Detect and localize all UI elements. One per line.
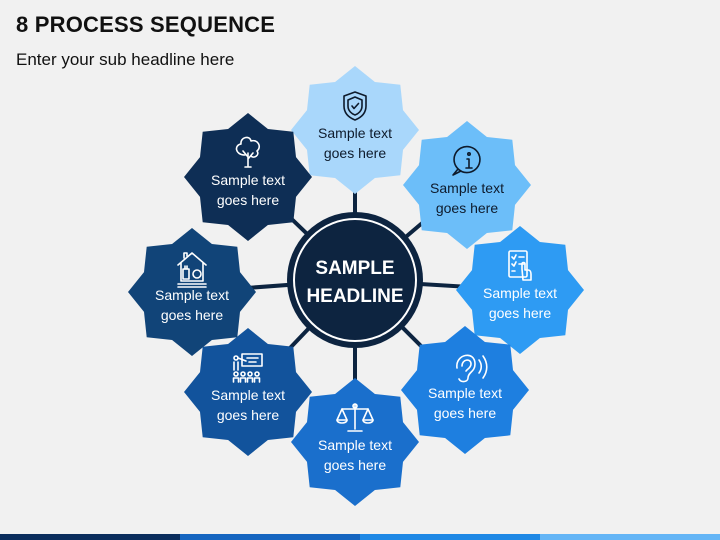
checklist-touch-icon <box>508 250 532 281</box>
bottom-bar-segment <box>540 534 720 540</box>
star-shape <box>184 113 312 241</box>
star-shape <box>401 326 529 454</box>
checklist-node: Sample text goes here <box>456 226 584 354</box>
star-shape <box>456 226 584 354</box>
center-label-line2: HEADLINE <box>306 286 403 307</box>
node-label-line1: Sample text <box>430 180 504 196</box>
node-label-line2: goes here <box>161 307 223 323</box>
page-subtitle: Enter your sub headline here <box>16 50 235 69</box>
node-label-line1: Sample text <box>211 387 285 403</box>
star-shape <box>128 228 256 356</box>
balance-scale-icon <box>336 403 374 432</box>
node-label-line2: goes here <box>489 305 551 321</box>
node-label-line2: goes here <box>217 192 279 208</box>
node-label-line2: goes here <box>324 145 386 161</box>
node-label-line1: Sample text <box>318 437 392 453</box>
bottom-accent-bar <box>0 534 720 540</box>
node-label-line2: goes here <box>436 200 498 216</box>
node-label-line2: goes here <box>217 407 279 423</box>
ear-icon <box>456 354 488 383</box>
center-label-line1: SAMPLE <box>315 258 394 279</box>
ear-node: Sample text goes here <box>401 326 529 454</box>
star-shape <box>291 378 419 506</box>
node-label-line1: Sample text <box>483 285 557 301</box>
node-label-line2: goes here <box>434 405 496 421</box>
center-circle <box>293 218 417 342</box>
star-shape <box>291 66 419 194</box>
star-shape <box>403 121 531 249</box>
tree-icon <box>235 136 260 168</box>
node-label-line1: Sample text <box>211 172 285 188</box>
bottom-bar-segment <box>180 534 360 540</box>
node-label-line1: Sample text <box>155 287 229 303</box>
home-node: Sample text goes here <box>128 228 256 356</box>
node-label-line1: Sample text <box>318 125 392 141</box>
node-label-line2: goes here <box>324 457 386 473</box>
node-label-line1: Sample text <box>428 385 502 401</box>
scales-node: Sample text goes here <box>291 378 419 506</box>
tree-node: Sample text goes here <box>184 113 312 241</box>
info-bubble-icon <box>452 145 481 176</box>
info-node: Sample text goes here <box>403 121 531 249</box>
bottom-bar-segment <box>360 534 540 540</box>
presentation-audience-icon <box>232 353 263 383</box>
shield-node: Sample text goes here <box>291 66 419 194</box>
home-food-icon <box>177 252 207 288</box>
shield-check-icon <box>343 91 367 121</box>
presentation-node: Sample text goes here <box>184 328 312 456</box>
star-shape <box>184 328 312 456</box>
center-hub: SAMPLE HEADLINE <box>287 212 423 348</box>
page-title: 8 PROCESS SEQUENCE <box>16 12 276 37</box>
bottom-bar-segment <box>0 534 180 540</box>
